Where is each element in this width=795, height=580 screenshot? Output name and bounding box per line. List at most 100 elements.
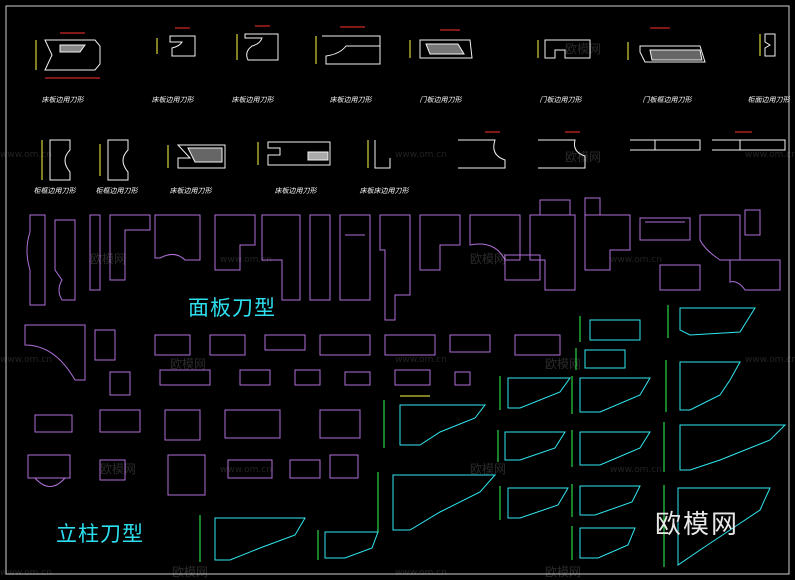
panel-profile-22 bbox=[504, 254, 541, 281]
profile-r2-3 bbox=[167, 144, 226, 169]
mid-profile-13 bbox=[294, 369, 321, 386]
mid-profile-19 bbox=[164, 409, 201, 441]
watermark-url: www.om.cn bbox=[0, 355, 52, 365]
mid-profile-12 bbox=[239, 369, 271, 386]
mid-profile-24 bbox=[167, 454, 206, 496]
panel-profile-15 bbox=[639, 217, 691, 241]
watermark-brand: 欧模网 bbox=[100, 462, 137, 476]
watermark-brand: 欧模网 bbox=[470, 462, 507, 476]
profile-r2-2 bbox=[107, 139, 129, 181]
profile-r1-6 bbox=[544, 39, 591, 59]
mid-profile-23 bbox=[99, 459, 126, 481]
mid-profile-22 bbox=[27, 454, 71, 487]
watermark-url: www.om.cn bbox=[610, 255, 662, 265]
row1-profiles bbox=[35, 25, 776, 79]
crown-profile-11 bbox=[377, 472, 497, 533]
watermark-url: www.om.cn bbox=[220, 255, 272, 265]
profile-r2-4 bbox=[257, 141, 331, 166]
watermark-brand-large: 欧模网 bbox=[655, 510, 740, 540]
panel-profile-9 bbox=[339, 214, 371, 301]
mid-profile-15 bbox=[394, 369, 431, 386]
panel-profile-17 bbox=[744, 209, 761, 236]
mid-profile-6 bbox=[319, 334, 371, 356]
watermark-url: www.om.cn bbox=[745, 355, 795, 365]
row1-label-5: 门板边用刀形 bbox=[419, 96, 463, 104]
panel-profile-21 bbox=[584, 197, 601, 216]
panel-profile-7 bbox=[261, 214, 301, 301]
watermark-brand: 欧模网 bbox=[545, 357, 582, 371]
panel-profile-2 bbox=[54, 219, 76, 301]
mid-profile-10 bbox=[109, 371, 131, 396]
profile-r1-3 bbox=[244, 33, 279, 61]
crown-profile-3 bbox=[575, 348, 626, 370]
panel-profile-10 bbox=[379, 214, 411, 321]
row1-label-4: 床板边用刀形 bbox=[329, 96, 373, 104]
watermark-brand: 欧模网 bbox=[565, 42, 602, 56]
row2-label-3: 床板边用刀形 bbox=[169, 187, 213, 195]
crown-profile-12 bbox=[499, 486, 569, 520]
row2-label-5: 床板床边用刀形 bbox=[359, 187, 410, 195]
watermark-url: www.om.cn bbox=[0, 150, 52, 160]
panel-profile-11 bbox=[419, 214, 461, 271]
crown-profile-7 bbox=[383, 395, 487, 448]
watermark-brand: 欧模网 bbox=[565, 150, 602, 164]
panel-profile-12 bbox=[469, 214, 521, 261]
mid-profile-5 bbox=[264, 334, 306, 351]
row1-label-8: 柜面边用刀形 bbox=[747, 96, 791, 104]
profile-r2-6 bbox=[458, 139, 506, 169]
row2-label-1: 柜框边用刀形 bbox=[33, 187, 77, 195]
crown-profile-2 bbox=[667, 305, 756, 338]
profile-r1-1 bbox=[35, 32, 101, 79]
mid-profile-4 bbox=[209, 334, 246, 356]
crown-profile-8 bbox=[663, 422, 787, 472]
panel-profile-3 bbox=[89, 214, 101, 291]
row2-label-4: 床板边用刀形 bbox=[274, 187, 318, 195]
panel-profile-19 bbox=[659, 264, 701, 291]
row1-label-7: 门板框边用刀形 bbox=[642, 96, 693, 104]
row2-profiles bbox=[41, 131, 786, 181]
watermark-url: www.om.cn bbox=[395, 355, 447, 365]
crown-profile-17 bbox=[571, 526, 636, 560]
panel-profile-8 bbox=[309, 214, 331, 301]
profile-r2-1 bbox=[49, 139, 71, 181]
mid-profile-1 bbox=[24, 324, 86, 381]
profile-r2-9 bbox=[712, 139, 786, 151]
watermark-url: www.om.cn bbox=[395, 568, 447, 578]
mid-profile-27 bbox=[329, 454, 359, 479]
profile-r2-8 bbox=[630, 139, 701, 151]
watermark-url: www.om.cn bbox=[610, 465, 662, 475]
panel-profile-6 bbox=[214, 214, 256, 271]
row2-label-2: 柜框边用刀形 bbox=[95, 187, 139, 195]
watermark-url: www.om.cn bbox=[745, 150, 795, 160]
mid-profile-26 bbox=[289, 459, 321, 479]
profile-r1-4 bbox=[322, 35, 381, 65]
panel-profile-1 bbox=[26, 214, 46, 306]
profile-r1-2 bbox=[169, 35, 196, 57]
row1-label-2: 床板边用刀形 bbox=[151, 96, 195, 104]
mid-profile-17 bbox=[34, 414, 73, 433]
mid-profile-3 bbox=[154, 334, 191, 356]
mid-profile-7 bbox=[384, 334, 436, 356]
crown-profile-1 bbox=[579, 316, 641, 342]
section-title-post: 立柱刀型 bbox=[56, 522, 144, 546]
watermark-url: www.om.cn bbox=[0, 568, 52, 578]
watermark-url: www.om.cn bbox=[395, 150, 447, 160]
crown-profile-14 bbox=[663, 485, 771, 567]
profile-r1-5 bbox=[409, 29, 473, 59]
row1-label-6: 门板边用刀形 bbox=[539, 96, 583, 104]
crown-profile-4 bbox=[665, 360, 741, 412]
row1-label-3: 床板边用刀形 bbox=[231, 96, 275, 104]
profile-r2-7 bbox=[538, 139, 586, 169]
watermark-brand: 欧模网 bbox=[170, 357, 207, 371]
panel-profile-5 bbox=[154, 214, 201, 261]
mid-profile-20 bbox=[224, 409, 281, 439]
crown-profile-15 bbox=[199, 515, 306, 562]
watermark-brand: 欧模网 bbox=[470, 252, 507, 266]
profile-r1-8 bbox=[764, 33, 776, 57]
panel-profile-13 bbox=[529, 214, 576, 291]
mid-profile-9 bbox=[514, 334, 561, 356]
crown-profile-9 bbox=[497, 430, 566, 462]
mid-profile-18 bbox=[99, 409, 141, 433]
mid-profile-16 bbox=[454, 371, 471, 386]
